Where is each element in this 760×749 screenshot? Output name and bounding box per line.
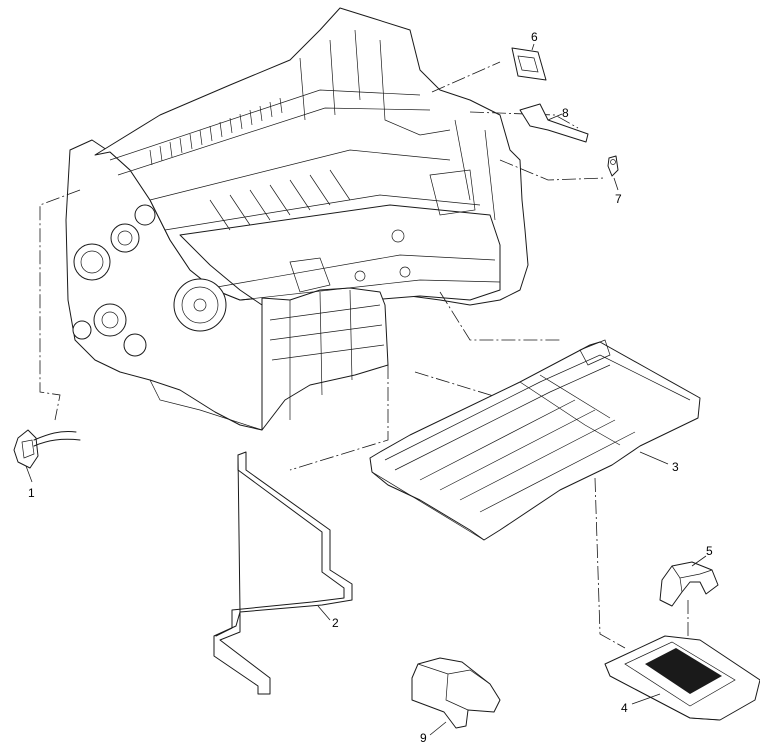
part-3-paper-tray	[369, 339, 701, 541]
part-4-base-plate	[604, 635, 760, 721]
part-8-strip	[519, 103, 589, 143]
callout-5: 5	[706, 544, 713, 558]
callout-9: 9	[420, 731, 427, 744]
callout-4: 4	[621, 701, 628, 715]
callout-labels: 1 2 3 4 5 6 7 8 9	[28, 30, 713, 745]
callout-8: 8	[562, 106, 569, 120]
leader-lines	[25, 43, 707, 736]
part-5-bracket	[659, 561, 719, 607]
callout-3: 3	[672, 460, 679, 474]
part-7-switch	[607, 155, 619, 177]
printer-main-frame	[65, 7, 529, 431]
part-1-sensor	[13, 429, 81, 469]
callout-1: 1	[28, 486, 35, 500]
part-2-flat-cable	[213, 451, 353, 695]
callout-2: 2	[332, 616, 339, 630]
part-9-cover	[411, 657, 501, 729]
assembly-lines	[39, 61, 689, 650]
callout-7: 7	[615, 192, 622, 206]
part-6-board	[511, 47, 547, 81]
callout-6: 6	[531, 30, 538, 44]
